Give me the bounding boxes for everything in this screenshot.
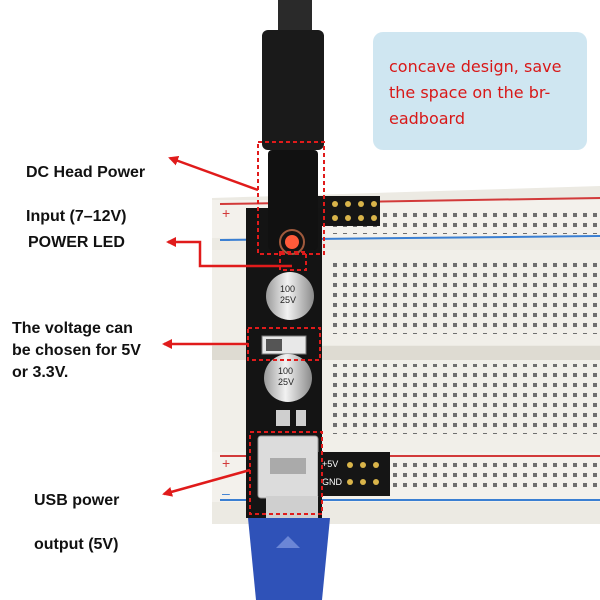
power-led-label: POWER LED [28, 234, 125, 251]
bottom-header-pins: +5V GND [318, 452, 390, 496]
svg-text:25V: 25V [280, 295, 296, 305]
arrow-dc-input [168, 156, 259, 192]
usb-cable [248, 496, 330, 600]
svg-text:100: 100 [278, 366, 293, 376]
usb-output-label-line2: output (5V) [34, 536, 119, 553]
dc-input-label-line1: DC Head Power [26, 164, 146, 181]
svg-text:–: – [222, 231, 230, 247]
capacitor-top: 100 25V [266, 272, 314, 320]
dc-input-label: DC Head Power Input (7–12V) [26, 140, 145, 250]
usb-socket [257, 435, 319, 499]
svg-text:+: + [222, 455, 230, 471]
led-highlight [279, 251, 307, 271]
dc-power-cable [262, 0, 324, 255]
cap-top-value: 100 [280, 284, 295, 294]
arrow-power-led [166, 237, 292, 268]
usb-output-label-line1: USB power [34, 492, 120, 509]
svg-text:+: + [222, 205, 230, 221]
voltage-select-label: The voltage can be chosen for 5V or 3.3V… [12, 320, 141, 381]
pin-5v-label: +5V [322, 459, 338, 469]
capacitor-bottom: 100 25V [264, 354, 312, 402]
power-led-icon [285, 235, 299, 249]
dc-input-label-line2: Input (7–12V) [26, 208, 127, 225]
concave-design-callout: concave design, save the space on the br… [373, 32, 587, 150]
callout-arrows [162, 156, 292, 497]
usb-highlight [249, 431, 323, 515]
svg-text:–: – [222, 485, 230, 501]
voltage-slide-switch[interactable] [261, 335, 307, 355]
arrow-usb [162, 468, 251, 497]
pin-gnd-label: GND [322, 477, 343, 487]
top-header-pins [318, 196, 380, 226]
usb-output-label: USB power output (5V) [34, 468, 119, 578]
dc-jack-highlight [257, 141, 325, 255]
svg-text:25V: 25V [278, 377, 294, 387]
power-module-pcb: 100 25V 100 25V [246, 208, 390, 518]
